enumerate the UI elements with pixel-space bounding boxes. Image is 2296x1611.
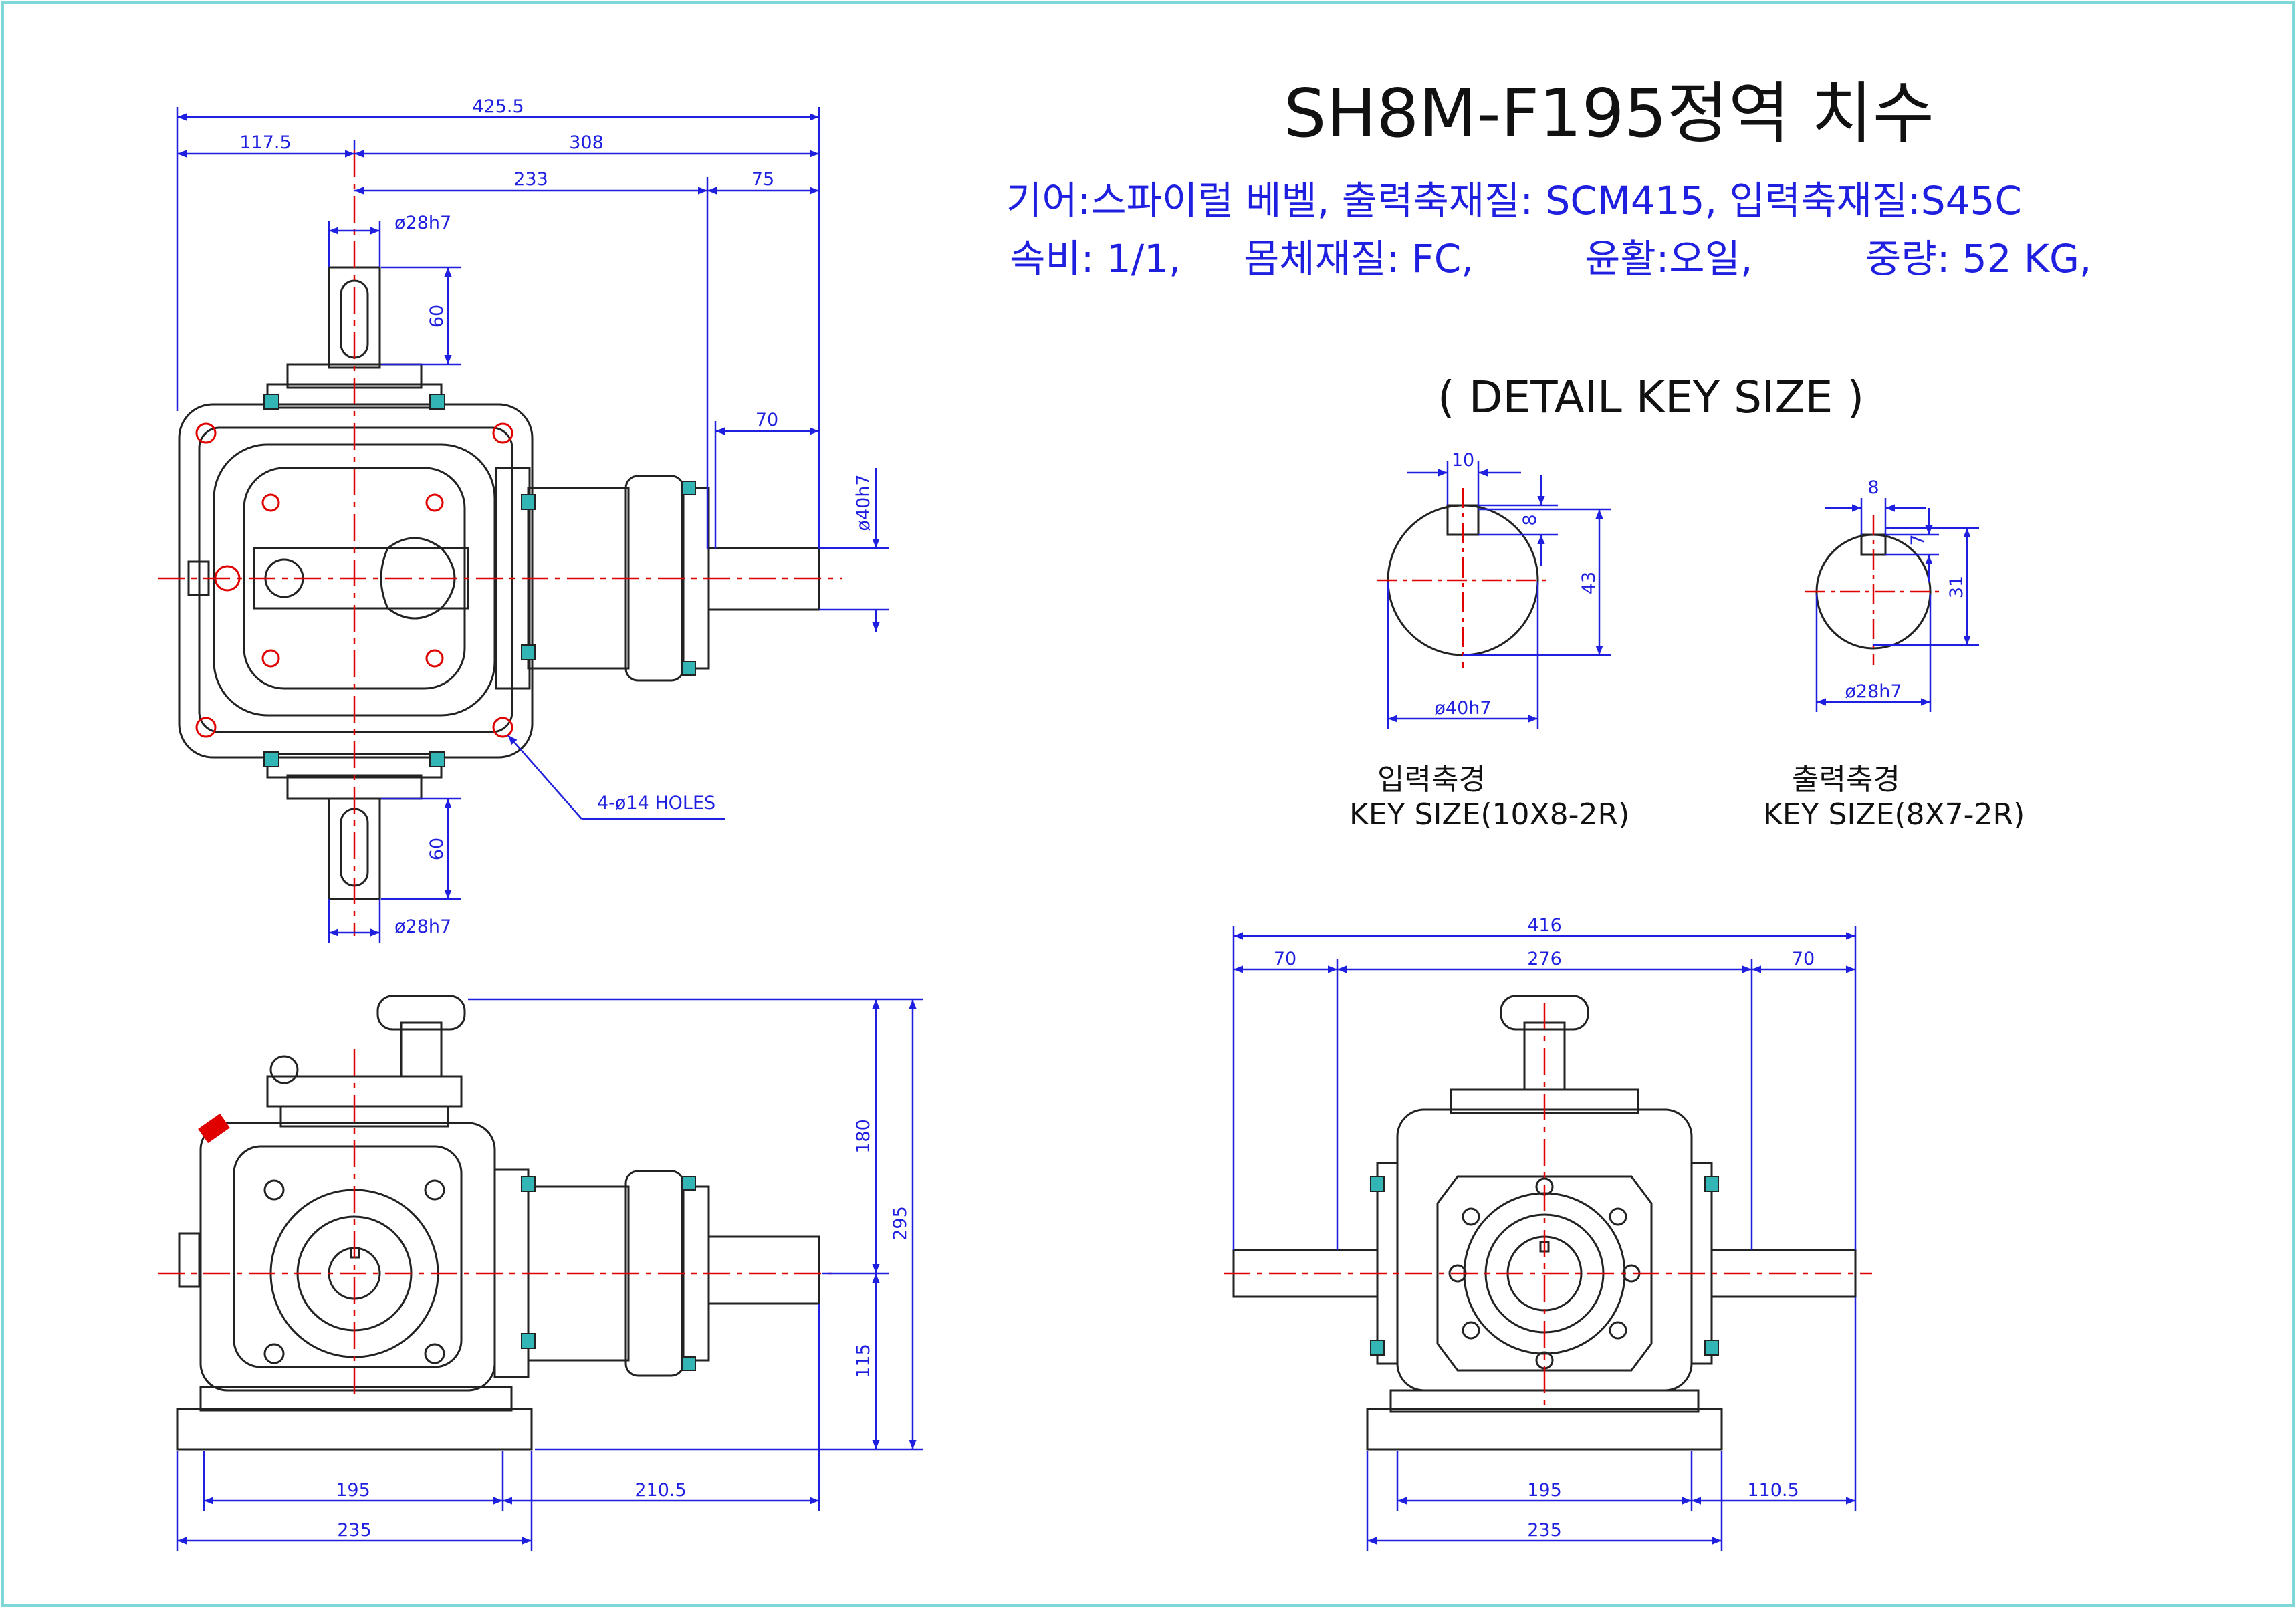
dim-left: 117.5 xyxy=(239,132,291,153)
key-output-width: 8 xyxy=(1867,477,1879,498)
dim-side-base-outer: 235 xyxy=(337,1520,372,1541)
dim-side-lower: 115 xyxy=(853,1344,874,1378)
spec-line-1: 기어:스파이럴 베벨, 출력축재질: SCM415, 입력축재질:S45C xyxy=(1006,178,2022,223)
side-view: 180 295 115 195 210.5 235 xyxy=(158,995,923,1551)
spec-body-material: 몸체재질: FC, xyxy=(1244,236,1474,281)
dim-side-upper: 180 xyxy=(853,1119,874,1154)
detail-key-size-title: ( DETAIL KEY SIZE ) xyxy=(1438,372,1865,423)
top-view: 425.5 117.5 308 233 75 ø28h7 60 70 ø40h7… xyxy=(158,96,889,943)
dim-shaft-bot-dia: ø28h7 xyxy=(394,916,451,937)
key-output-diameter: ø28h7 xyxy=(1845,681,1902,702)
front-view: 416 70 276 70 195 110.5 235 xyxy=(1224,915,1872,1551)
key-input-height: 43 xyxy=(1579,572,1599,594)
dim-overall: 425.5 xyxy=(472,96,524,117)
dim-shaft-top-dia: ø28h7 xyxy=(394,213,451,233)
dim-front-right: 70 xyxy=(1792,949,1815,969)
dim-front-left: 70 xyxy=(1274,949,1296,969)
dim-front-base-inner: 195 xyxy=(1527,1480,1562,1501)
holes-label: 4-ø14 HOLES xyxy=(597,793,715,814)
output-shaft-caption: 출력축경 xyxy=(1792,763,1900,797)
key-detail-input: 10 8 43 ø40h7 xyxy=(1377,450,1611,729)
input-key-size: KEY SIZE(10X8-2R) xyxy=(1349,797,1630,832)
input-shaft-caption: 입력축경 xyxy=(1377,763,1486,797)
dim-front-overall: 416 xyxy=(1527,915,1562,936)
dim-front-base-outer: 235 xyxy=(1527,1520,1562,1541)
dim-shaft-bot-len: 60 xyxy=(427,838,447,860)
key-output-depth: 7 xyxy=(1908,534,1928,545)
key-input-diameter: ø40h7 xyxy=(1434,698,1491,719)
dim-side-shaft-ext: 210.5 xyxy=(635,1480,686,1501)
dim-front-offset: 110.5 xyxy=(1747,1480,1799,1501)
dim-input-dia: ø40h7 xyxy=(853,474,874,531)
key-output-height: 31 xyxy=(1946,576,1967,598)
dim-right: 308 xyxy=(569,132,604,153)
drawing-title: SH8M-F195정역 치수 xyxy=(1284,74,1934,152)
dim-shaft-top-len: 60 xyxy=(427,305,447,328)
key-input-depth: 8 xyxy=(1520,514,1540,525)
dim-side-base-inner: 195 xyxy=(336,1480,370,1501)
spec-lubrication: 윤활:오일, xyxy=(1585,236,1753,281)
key-detail-output: 8 7 31 ø28h7 xyxy=(1805,477,1979,712)
spec-ratio: 속비: 1/1, xyxy=(1010,236,1181,281)
dim-mid: 233 xyxy=(513,169,548,190)
dim-input-len: 70 xyxy=(756,410,778,430)
spec-weight: 중량: 52 KG, xyxy=(1865,236,2092,281)
dim-end: 75 xyxy=(752,169,774,190)
dim-side-total: 295 xyxy=(890,1206,911,1241)
key-input-width: 10 xyxy=(1452,450,1474,471)
output-key-size: KEY SIZE(8X7-2R) xyxy=(1763,797,2025,832)
dim-front-center: 276 xyxy=(1527,949,1562,969)
